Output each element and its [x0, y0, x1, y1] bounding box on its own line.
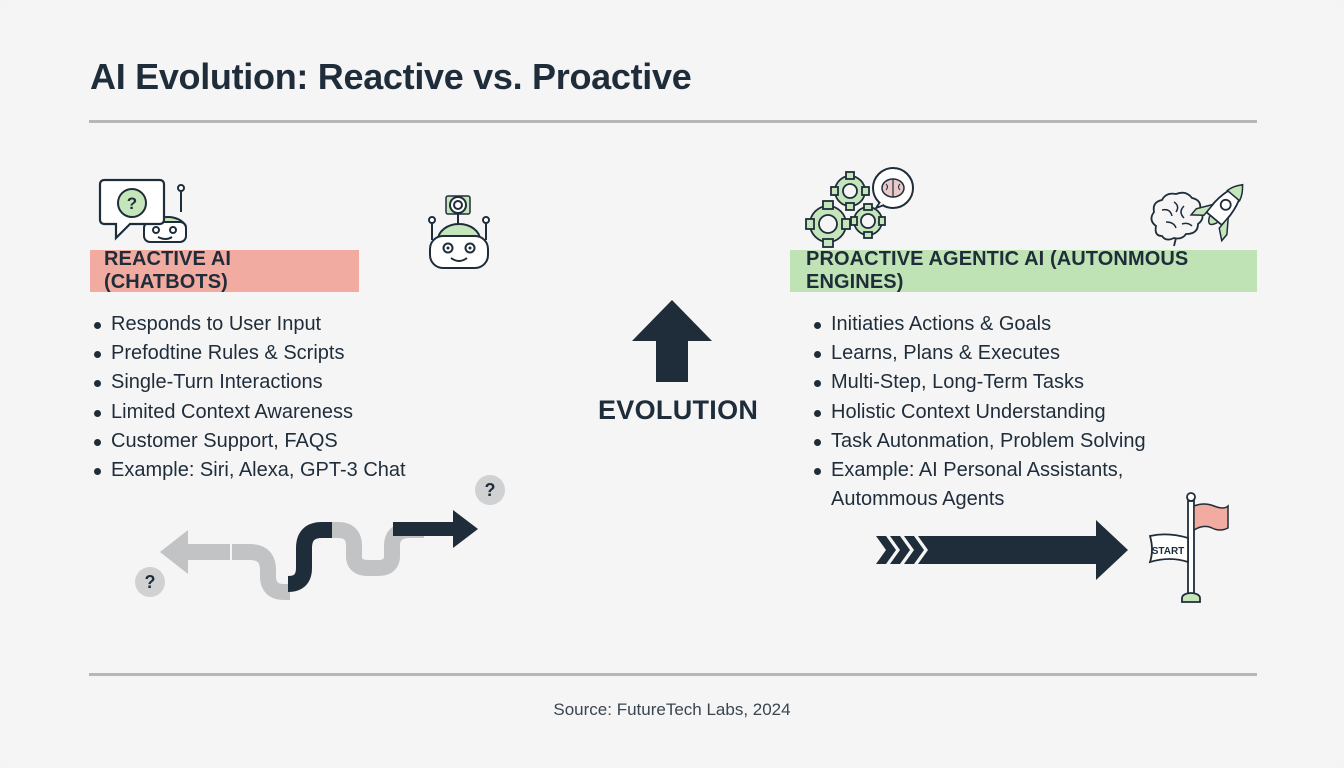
svg-text:START: START	[1152, 546, 1185, 557]
list-item: Task Autonmation, Problem Solving	[811, 427, 1146, 456]
list-item: Learns, Plans & Executes	[811, 339, 1146, 368]
up-arrow-icon	[632, 300, 712, 382]
list-item: Limited Context Awareness	[91, 398, 406, 427]
list-item: Multi-Step, Long-Term Tasks	[811, 368, 1146, 397]
robot-icon	[428, 195, 490, 269]
page-title: AI Evolution: Reactive vs. Proactive	[90, 56, 692, 97]
svg-text:?: ?	[127, 194, 137, 213]
list-item-continuation: Autommous Agents	[831, 488, 1005, 511]
chat-question-robot-icon: ?	[98, 178, 187, 243]
question-mark-icon: ?	[135, 567, 165, 597]
proactive-ai-header: PROACTIVE AGENTIC AI (AUTONMOUS ENGINES)	[790, 248, 1257, 293]
list-item: Example: AI Personal Assistants,	[811, 456, 1146, 485]
source-caption: Source: FutureTech Labs, 2024	[553, 700, 791, 719]
list-item: Holistic Context Understanding	[811, 398, 1146, 427]
reactive-bullet-list: Responds to User Input Prefodtine Rules …	[91, 310, 406, 485]
brain-rocket-icon	[1150, 183, 1244, 247]
evolution-label: EVOLUTION	[598, 395, 759, 425]
list-item: Customer Support, FAQS	[91, 427, 406, 456]
reactive-ai-header: REACTIVE AI (CHATBOTS)	[90, 248, 359, 293]
proactive-bullet-list: Initiaties Actions & Goals Learns, Plans…	[811, 310, 1146, 514]
straight-arrow-icon	[876, 520, 1128, 580]
list-item: Prefodtine Rules & Scripts	[91, 339, 406, 368]
bottom-divider	[89, 673, 1257, 676]
gears-brain-icon	[805, 167, 914, 248]
start-flag-icon: START	[1148, 492, 1229, 603]
list-item: Initiaties Actions & Goals	[811, 310, 1146, 339]
list-item: Example: Siri, Alexa, GPT-3 Chat	[91, 456, 406, 485]
question-mark-icon: ?	[475, 475, 505, 505]
list-item: Single-Turn Interactions	[91, 368, 406, 397]
top-divider	[89, 120, 1257, 123]
list-item: Responds to User Input	[91, 310, 406, 339]
winding-path-arrow-icon	[160, 510, 478, 600]
